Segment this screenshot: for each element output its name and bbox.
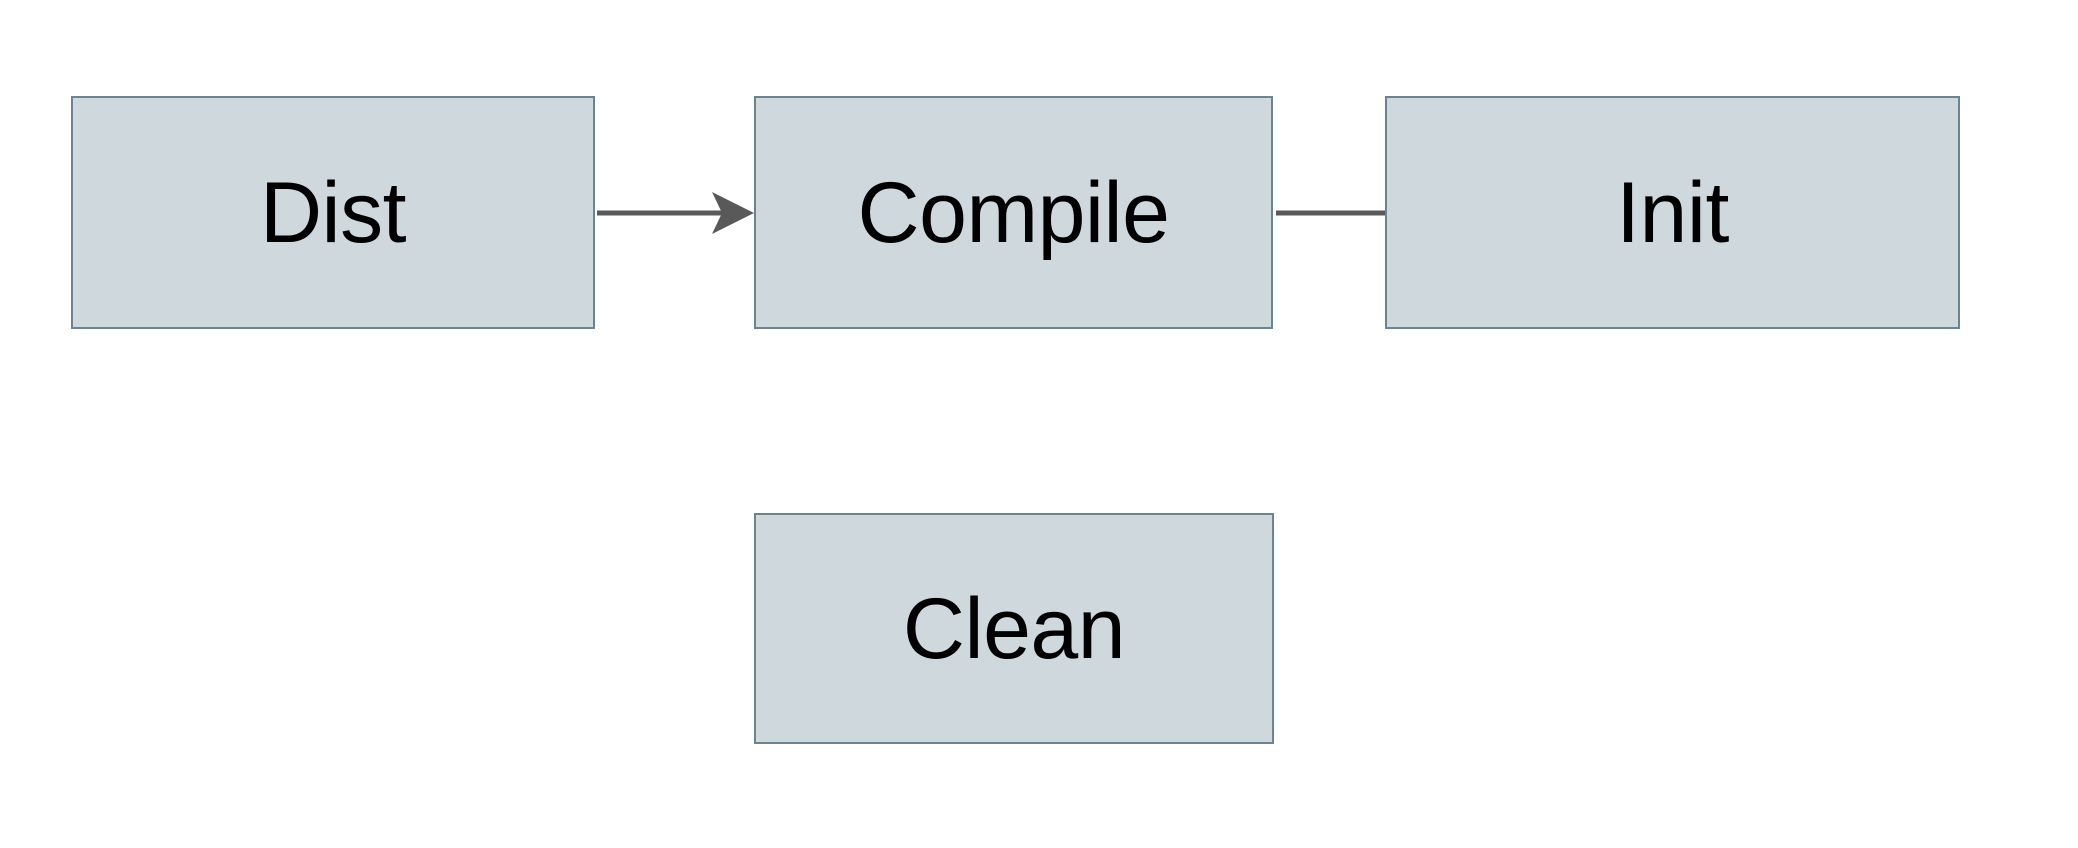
node-label-clean: Clean (902, 580, 1126, 677)
node-init[interactable]: Init (1385, 96, 1960, 329)
arrowhead-icon (712, 192, 754, 234)
node-compile[interactable]: Compile (754, 96, 1273, 329)
node-clean[interactable]: Clean (754, 513, 1274, 744)
node-label-init: Init (1616, 164, 1729, 261)
node-label-compile: Compile (857, 164, 1170, 261)
node-label-dist: Dist (259, 164, 407, 261)
edge-dist-to-compile (597, 192, 754, 234)
node-dist[interactable]: Dist (71, 96, 595, 329)
